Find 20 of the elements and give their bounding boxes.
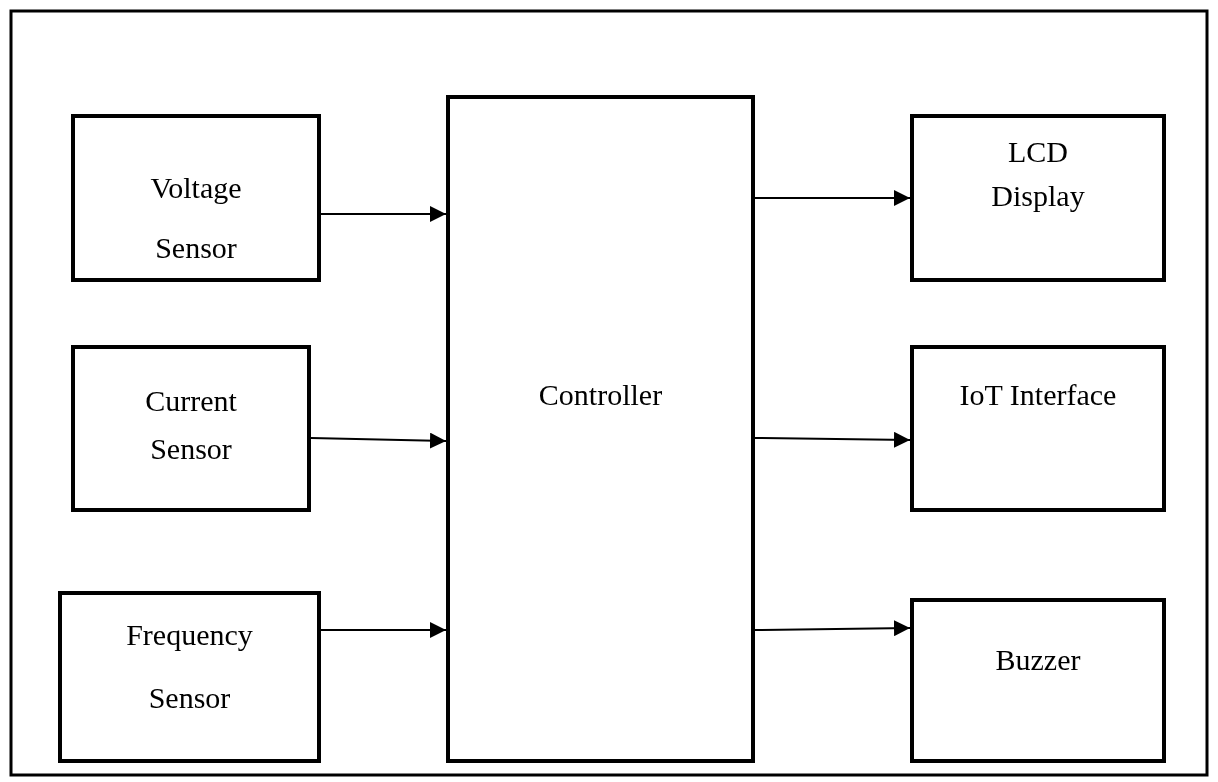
arrow [320, 622, 447, 638]
block-label: Frequency Sensor [125, 617, 254, 716]
arrow [320, 206, 447, 222]
arrow [310, 432, 447, 449]
arrow [754, 431, 911, 448]
block-label: LCD Display [990, 134, 1086, 214]
block-box [71, 345, 311, 512]
block-label: Voltage Sensor [149, 170, 243, 266]
block-box [71, 114, 321, 282]
arrow [754, 620, 911, 637]
arrow [754, 190, 911, 206]
block-label: Buzzer [994, 642, 1082, 678]
block-box [446, 95, 755, 763]
block-box [910, 345, 1166, 512]
block-label: Controller [537, 377, 664, 413]
block-label: Current Sensor [144, 383, 238, 467]
block-box [910, 114, 1166, 282]
block-box [58, 591, 321, 763]
block-label: IoT Interface [958, 377, 1118, 413]
block-box [910, 598, 1166, 763]
